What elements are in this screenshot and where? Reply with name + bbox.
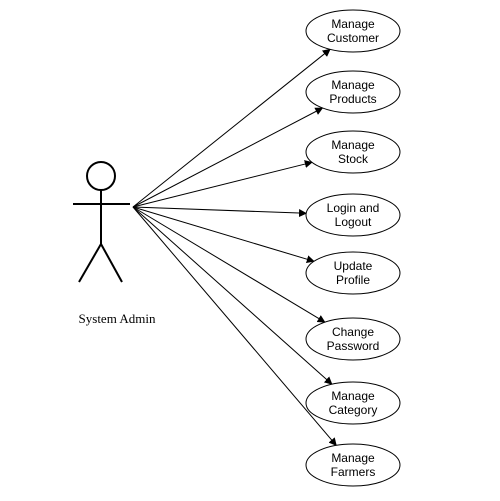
- use-case-ellipse: [305, 381, 401, 425]
- actor-label: System Admin: [78, 311, 156, 326]
- use-case-label-line: Category: [329, 403, 378, 417]
- use-case-label-line: Farmers: [331, 465, 376, 479]
- actor-left-leg: [78, 243, 102, 283]
- use-case-label-line: Manage: [331, 451, 375, 465]
- use-cases: ManageCustomerManageProductsManageStockL…: [305, 9, 401, 487]
- use-case-label-line: Stock: [338, 152, 369, 166]
- use-case-ellipse: [305, 130, 401, 174]
- use-case-label-line: Manage: [331, 17, 375, 31]
- association-arrow: [132, 48, 331, 208]
- actor-head: [86, 161, 116, 191]
- association-arrow: [132, 160, 313, 208]
- use-case-label-line: Logout: [335, 215, 372, 229]
- use-case-label-line: Profile: [336, 273, 370, 287]
- use-case-ellipse: [305, 9, 401, 53]
- association-arrow: [132, 206, 315, 264]
- use-case-label-line: Update: [334, 259, 373, 273]
- association-arrow: [132, 206, 337, 447]
- use-case-label-line: Customer: [327, 31, 379, 45]
- association-arrow: [132, 206, 307, 218]
- association-arrow: [132, 107, 324, 208]
- associations: [132, 48, 337, 447]
- use-case-label-line: Login and: [327, 201, 380, 215]
- use-case-ellipse: [305, 251, 401, 295]
- use-case-label-line: Products: [329, 92, 376, 106]
- association-arrow: [132, 206, 333, 385]
- use-case-ellipse: [305, 70, 401, 114]
- actor-figure: [73, 161, 130, 283]
- use-case-ellipse: [305, 193, 401, 237]
- association-arrow: [132, 206, 326, 323]
- use-case-label-line: Manage: [331, 138, 375, 152]
- actor-right-leg: [100, 243, 123, 283]
- use-case-label-line: Change: [332, 325, 374, 339]
- use-case-label-line: Password: [327, 339, 380, 353]
- use-case-ellipse: [305, 317, 401, 361]
- use-case-label-line: Manage: [331, 389, 375, 403]
- use-case-ellipse: [305, 443, 401, 487]
- use-case-label-line: Manage: [331, 78, 375, 92]
